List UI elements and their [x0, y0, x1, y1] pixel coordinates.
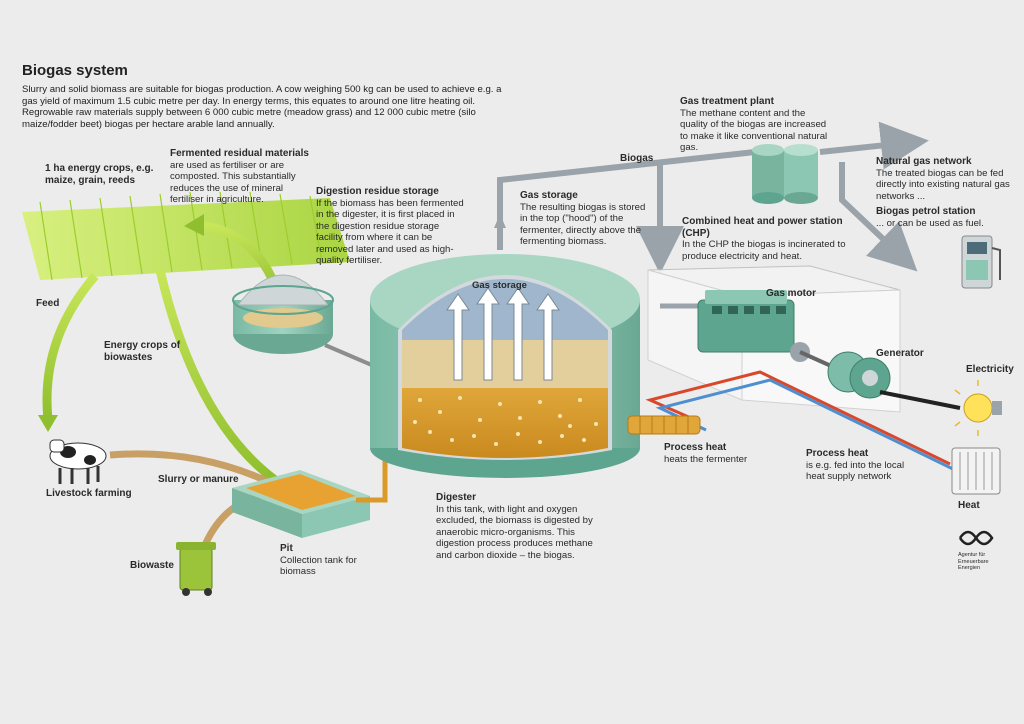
- logo-text: Agentur für Erneuerbare Energien: [958, 552, 989, 571]
- gas-storage-inside-label: Gas storage: [472, 280, 527, 291]
- feed-label: Feed: [36, 298, 60, 309]
- pit-tank: [232, 470, 370, 538]
- petrol-station-text: Biogas petrol station... or can be used …: [876, 206, 984, 229]
- gas-treatment-plant: [752, 144, 818, 204]
- energy-crop-field: [22, 191, 350, 281]
- generator: [827, 351, 891, 399]
- heat-label: Heat: [958, 500, 980, 511]
- electricity-cable: [879, 390, 961, 410]
- page-title: Biogas system: [22, 62, 128, 79]
- light-bulb-icon: [954, 380, 1002, 436]
- heat-exchanger: [627, 415, 701, 435]
- biowaste-bin-icon: [176, 542, 216, 596]
- generator-label: Generator: [876, 348, 924, 359]
- logo-icon: [958, 530, 994, 546]
- slurry-label: Slurry or manure: [158, 474, 239, 485]
- energy-crops-label: 1 ha energy crops, e.g. maize, grain, re…: [45, 163, 154, 186]
- chp-text: Combined heat and power station (CHP)In …: [682, 216, 846, 262]
- gas-motor: [697, 290, 810, 362]
- radiator-icon: [951, 447, 1001, 495]
- electricity-label: Electricity: [966, 364, 1014, 375]
- livestock-label: Livestock farming: [46, 488, 132, 499]
- feed-arrow: [38, 273, 99, 432]
- biowaste-label: Biowaste: [130, 560, 174, 571]
- energy-crops-biowastes-label: Energy crops of biowastes: [104, 340, 181, 363]
- residue-storage-tank: [232, 274, 334, 354]
- biogas-label: Biogas: [620, 153, 654, 164]
- cow-icon: [49, 439, 107, 484]
- petrol-station-icon: [961, 235, 1001, 289]
- intro-text: Slurry and solid biomass are suitable fo…: [22, 84, 502, 130]
- gas-motor-label: Gas motor: [766, 288, 817, 299]
- digester-tank: [370, 254, 640, 478]
